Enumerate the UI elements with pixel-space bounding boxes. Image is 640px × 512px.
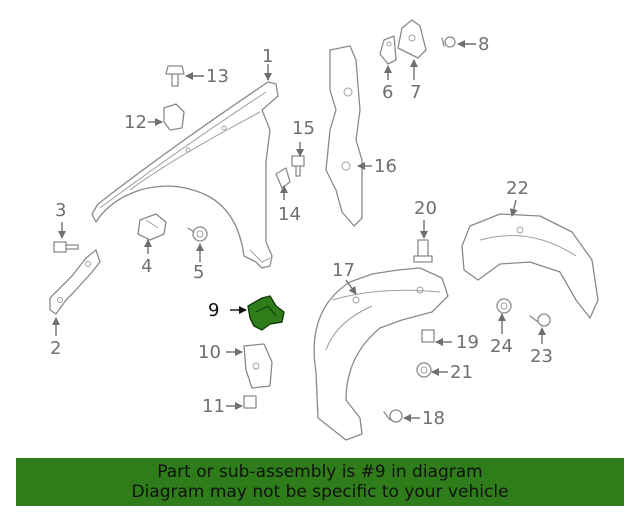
bolt-3-part [53,241,79,253]
screw-13-part [165,65,185,87]
fender-part [91,81,279,269]
callout-22[interactable]: 22 [506,178,529,199]
leader-lines [52,40,546,422]
rear-liner-22-part [461,213,599,319]
callout-14[interactable]: 14 [278,204,301,225]
clip-8-part [441,36,456,48]
callout-labels: 1 2 3 4 5 6 7 8 9 10 11 12 13 14 15 16 1… [50,34,553,429]
callout-23[interactable]: 23 [530,346,553,367]
bracket-4-part [137,213,167,241]
callout-8[interactable]: 8 [478,34,489,55]
nut-24-part [496,298,512,314]
callout-7[interactable]: 7 [410,82,421,103]
pin-20-part [413,239,433,263]
callout-24[interactable]: 24 [490,336,513,357]
callout-9[interactable]: 9 [208,300,219,321]
nut-21-part [416,362,432,378]
bolt-15-part [291,155,305,177]
callout-1[interactable]: 1 [262,46,273,67]
callout-21[interactable]: 21 [450,362,473,383]
info-banner: Part or sub-assembly is #9 in diagram Di… [16,458,624,506]
bracket-7-part [397,19,427,59]
callout-13[interactable]: 13 [206,66,229,87]
nut-23-part [529,313,551,327]
callout-3[interactable]: 3 [55,200,66,221]
wheel-liner-17-part [313,267,449,441]
bracket-12-part [163,103,185,131]
callout-6[interactable]: 6 [382,82,393,103]
callout-15[interactable]: 15 [292,118,315,139]
banner-line-2: Diagram may not be specific to your vehi… [131,482,509,502]
panel-16-part [325,45,363,227]
callout-4[interactable]: 4 [141,256,152,277]
parts-diagram: 1 2 3 4 5 6 7 8 9 10 11 12 13 14 15 16 1… [49,19,599,441]
callout-20[interactable]: 20 [414,198,437,219]
callout-19[interactable]: 19 [456,332,479,353]
fastener-5-part [187,226,208,242]
callout-16[interactable]: 16 [374,156,397,177]
callout-12[interactable]: 12 [124,112,147,133]
clip-14-part [275,167,291,189]
bracket-6-part [379,35,397,65]
highlighted-part-9[interactable] [247,295,285,331]
callout-5[interactable]: 5 [193,262,204,283]
lower-bracket-part [49,249,101,315]
callout-11[interactable]: 11 [202,396,225,417]
callout-18[interactable]: 18 [422,408,445,429]
callout-2[interactable]: 2 [50,338,61,359]
fastener-19-part [421,329,435,343]
banner-line-1: Part or sub-assembly is #9 in diagram [157,462,483,482]
bolt-11-part [243,395,257,409]
callout-10[interactable]: 10 [198,342,221,363]
bracket-10-part [243,343,273,389]
fastener-18-part [383,409,403,423]
callout-17[interactable]: 17 [332,260,355,281]
